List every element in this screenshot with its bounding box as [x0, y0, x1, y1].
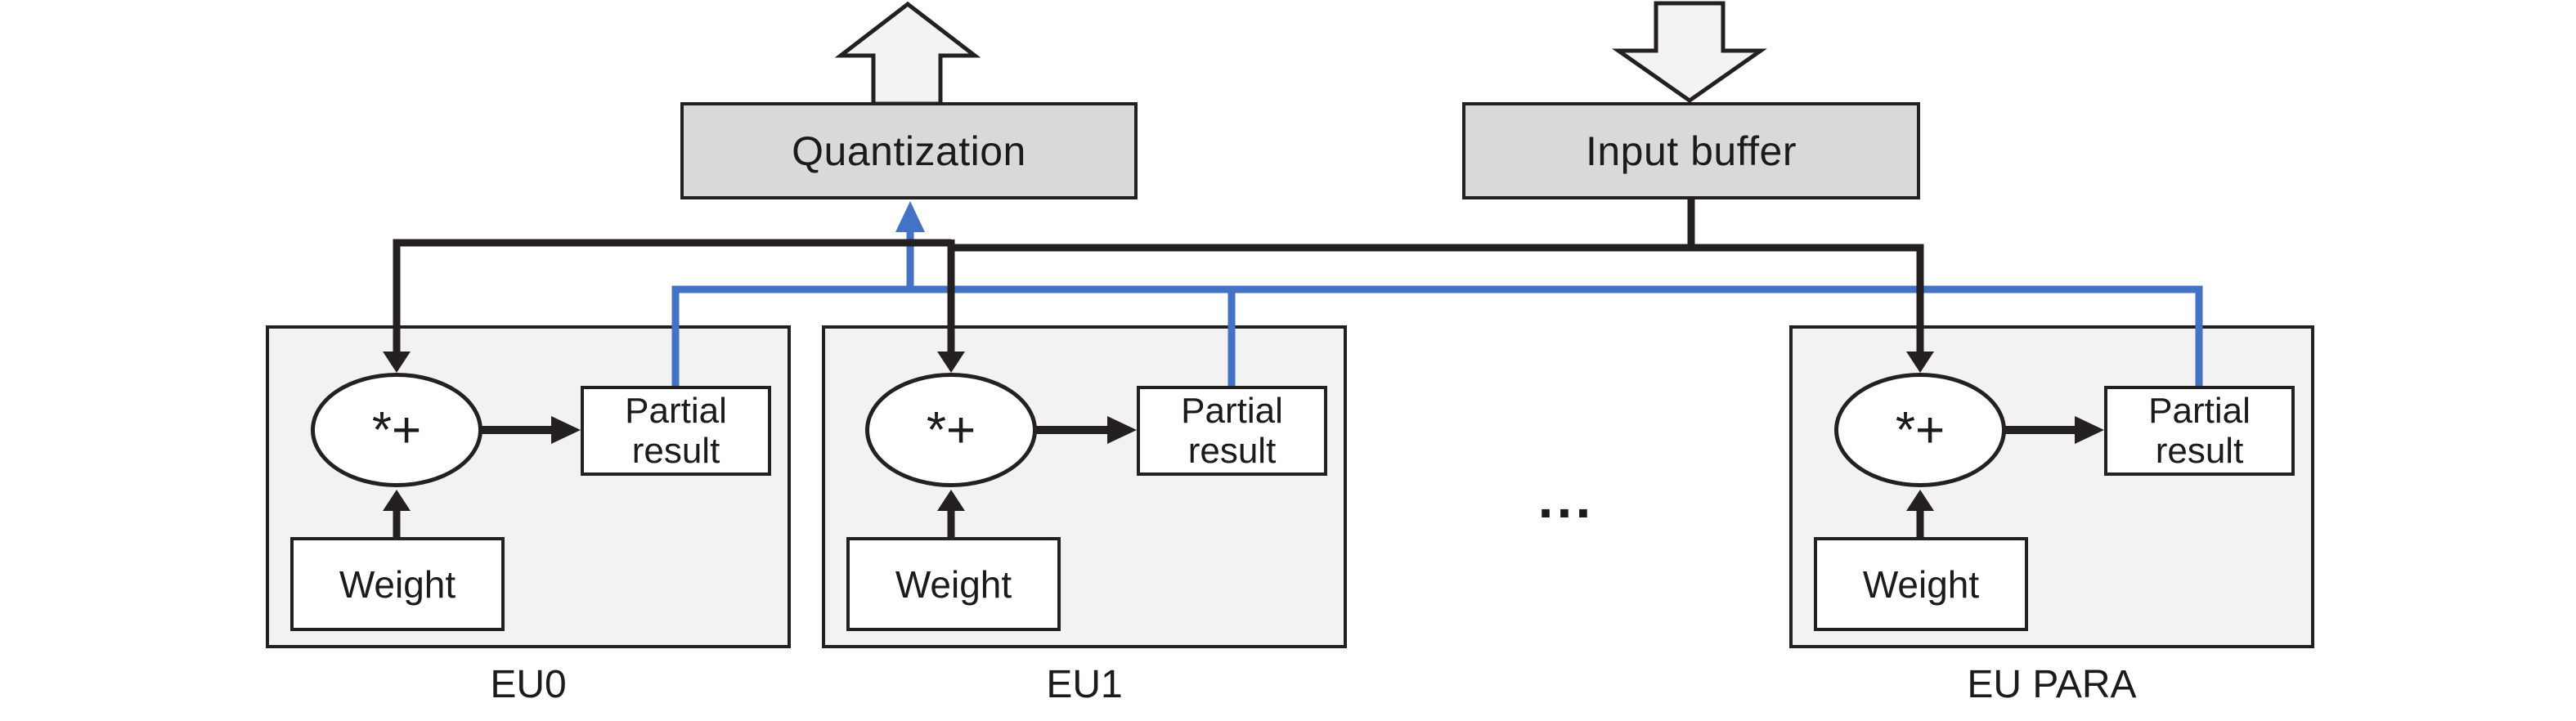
eu1-weight-box: Weight: [846, 537, 1061, 631]
input-buffer-box: Input buffer: [1462, 102, 1920, 199]
eu0-label: EU0: [490, 663, 567, 706]
eu1-op-label: *+: [926, 401, 976, 459]
quantization-box: Quantization: [680, 102, 1138, 199]
eu1-internal-arrows: [937, 416, 1137, 539]
eu1-mac-ellipse: *+: [865, 373, 1037, 487]
eu-para-op-label: *+: [1895, 401, 1945, 459]
eu0-input-arrowhead: [383, 352, 411, 373]
eu0-partial-result-box: Partial result: [581, 386, 771, 476]
eu0-op-label: *+: [371, 401, 422, 459]
result-bus-wire: [671, 231, 2203, 387]
more-units-dots: ...: [1537, 468, 1595, 530]
eu-para-internal-arrows: [1906, 416, 2104, 539]
eu1-input-arrowhead: [937, 352, 965, 373]
eu0-partial-result-label: Partial result: [625, 390, 727, 471]
result-to-quantization-arrowhead: [895, 201, 925, 232]
eu1-partial-result-label: Partial result: [1181, 390, 1283, 471]
eu-para-input-arrowhead: [1906, 352, 1934, 373]
eu0-weight-box: Weight: [290, 537, 505, 631]
input-buffer-label: Input buffer: [1585, 128, 1797, 174]
eu-para-weight-label: Weight: [1862, 562, 1980, 606]
input-drop-arrowheads: [383, 352, 1934, 373]
quantization-label: Quantization: [792, 128, 1026, 174]
input-bus-wire: [393, 198, 1924, 352]
eu0-internal-arrows: [383, 416, 581, 539]
eu-para-weight-box: Weight: [1814, 537, 2028, 631]
eu-para-mac-ellipse: *+: [1834, 373, 2006, 487]
eu1-weight-label: Weight: [895, 562, 1012, 606]
eu-para-partial-result-box: Partial result: [2104, 386, 2295, 476]
eu0-mac-ellipse: *+: [311, 373, 482, 487]
eu-para-partial-result-label: Partial result: [2148, 390, 2251, 471]
eu1-partial-result-box: Partial result: [1137, 386, 1327, 476]
output-up-arrow-icon: [834, 1, 981, 106]
input-down-arrow-icon: [1612, 1, 1767, 104]
eu1-label: EU1: [1046, 663, 1123, 706]
eu0-weight-label: Weight: [339, 562, 456, 606]
eu-para-label: EU PARA: [1967, 663, 2137, 706]
